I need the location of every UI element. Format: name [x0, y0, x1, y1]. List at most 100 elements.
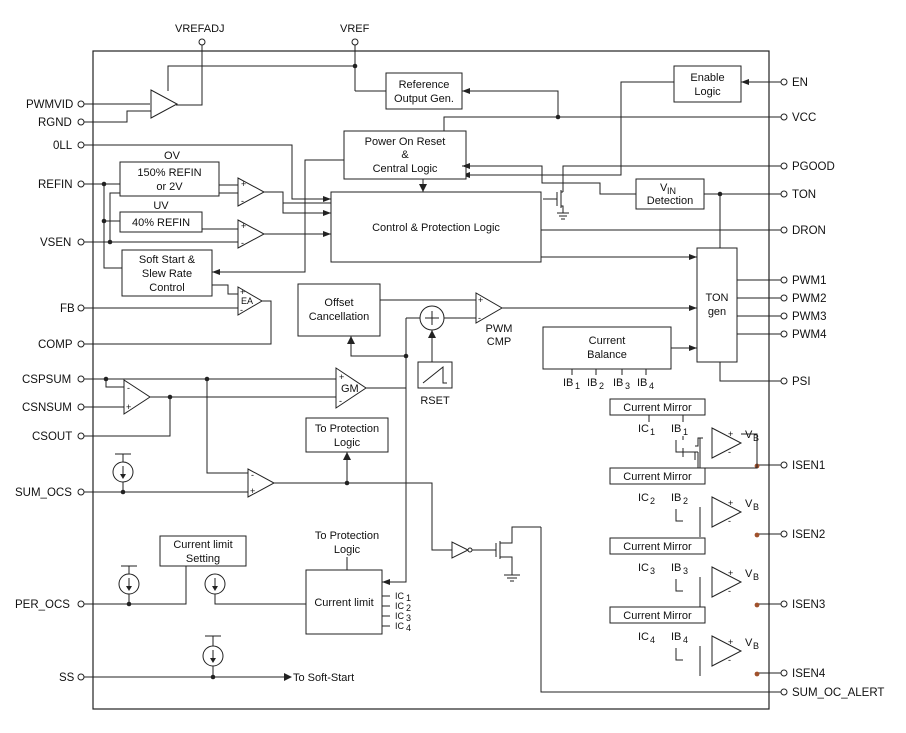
- pin-label-isen1: ISEN1: [792, 460, 825, 472]
- sum-ocs-current-source: [112, 453, 134, 492]
- sum-ocs-comparator: - +: [206, 379, 452, 551]
- pin-vrefadj: VREFADJ: [175, 23, 225, 106]
- chip-outline: [92, 50, 770, 710]
- ic-index: 2: [650, 496, 655, 506]
- pin-sum-oc-alert: SUM_OC_ALERT: [540, 527, 884, 699]
- control-protection-block: Control & Protection Logic: [323, 191, 697, 263]
- pin-dron: DRON: [541, 225, 826, 237]
- soft-start-block: Soft Start & Slew Rate Control: [121, 249, 238, 297]
- vb-label: V: [745, 498, 753, 510]
- svg-text:IC: IC: [395, 611, 405, 621]
- ib-index: 4: [683, 635, 688, 645]
- mirror-amplifier: [711, 496, 743, 528]
- svg-text:CMP: CMP: [487, 336, 511, 348]
- reference-gen-block: Reference Output Gen.: [385, 72, 463, 110]
- current-mirror-label: Current Mirror: [623, 471, 692, 483]
- svg-text:Current limit: Current limit: [173, 539, 232, 551]
- ss-current-source: [202, 635, 224, 677]
- ib-label: IB: [671, 631, 681, 643]
- amp-minus: -: [728, 586, 731, 596]
- pwmvid-buffer: [150, 89, 179, 119]
- ib-label: IB: [671, 492, 681, 504]
- pin-label-refin: REFIN: [38, 179, 73, 191]
- svg-text:To Protection: To Protection: [315, 423, 379, 435]
- pin-label-pwm2: PWM2: [792, 293, 827, 305]
- pin-label-csnsum: CSNSUM: [22, 402, 72, 414]
- ib-label: IB: [671, 423, 681, 435]
- svg-text:IB: IB: [637, 377, 647, 389]
- ic-index: 3: [650, 566, 655, 576]
- vb-sub: B: [753, 572, 759, 582]
- svg-text:Reference: Reference: [399, 79, 450, 91]
- pin-vcc: VCC: [443, 88, 816, 124]
- rset-ramp: RSET: [417, 361, 453, 407]
- limit-current-source: [204, 573, 306, 605]
- svg-text:IB: IB: [613, 377, 623, 389]
- pin-per-ocs: PER_OCS: [15, 566, 187, 611]
- mirror-wiring: [648, 415, 758, 469]
- svg-text:3: 3: [406, 613, 411, 623]
- svg-text:Power On Reset: Power On Reset: [365, 136, 446, 148]
- pin-label-pwm4: PWM4: [792, 329, 827, 341]
- pwm-comparator: + - PWM CMP: [475, 292, 697, 348]
- svg-text:&: &: [401, 149, 409, 161]
- pin-label-vref: VREF: [340, 23, 370, 35]
- alert-transistor: [495, 526, 541, 582]
- mirror-wiring: [648, 415, 758, 469]
- svg-text:UV: UV: [153, 200, 169, 212]
- pin-label-ton: TON: [792, 189, 816, 201]
- pin-label-sum-ocs: SUM_OCS: [15, 487, 72, 499]
- svg-text:Logic: Logic: [334, 437, 361, 449]
- svg-text:Current limit: Current limit: [314, 597, 373, 609]
- vb-label: V: [745, 568, 753, 580]
- amp-minus: -: [728, 447, 731, 457]
- pgood-transistor: [543, 190, 569, 220]
- svg-text:Offset: Offset: [324, 297, 353, 309]
- svg-text:Output Gen.: Output Gen.: [394, 93, 454, 105]
- amp-minus: -: [728, 655, 731, 665]
- svg-text:Cancellation: Cancellation: [309, 311, 370, 323]
- svg-text:-: -: [127, 383, 130, 393]
- isen-node: [754, 671, 760, 677]
- svg-text:Balance: Balance: [587, 349, 627, 361]
- pin-refin: REFIN: [38, 179, 122, 269]
- svg-text:3: 3: [625, 381, 630, 391]
- svg-text:-: -: [478, 313, 481, 323]
- current-limit-setting-block: Current limit Setting: [159, 535, 247, 567]
- svg-text:Control: Control: [149, 282, 184, 294]
- current-mirror-box: [609, 398, 706, 416]
- pin-label-oll: 0LL: [53, 140, 73, 152]
- pin-label-cspsum: CSPSUM: [22, 374, 71, 386]
- pin-label-en: EN: [792, 77, 808, 89]
- svg-text:EA: EA: [241, 296, 253, 306]
- to-soft-start-label: To Soft-Start: [293, 672, 354, 684]
- pin-cspsum: CSPSUM: [22, 374, 336, 388]
- pin-label-comp: COMP: [38, 339, 73, 351]
- pin-comp: COMP: [38, 300, 272, 351]
- pin-label-isen3: ISEN3: [792, 599, 825, 611]
- vb-sub: B: [753, 502, 759, 512]
- svg-text:1: 1: [406, 593, 411, 603]
- uv-reference-block: UV 40% REFIN: [119, 200, 238, 233]
- current-mirror-box: [609, 606, 706, 624]
- pin-fb: FB: [60, 303, 238, 315]
- pin-label-isen4: ISEN4: [792, 668, 826, 680]
- svg-text:TON: TON: [705, 292, 728, 304]
- ov-comparator: + -: [237, 177, 331, 214]
- pin-label-isen2: ISEN2: [792, 529, 825, 541]
- pin-label-dron: DRON: [792, 225, 826, 237]
- svg-text:V: V: [660, 182, 668, 194]
- pin-label-vcc: VCC: [792, 112, 816, 124]
- vb-label: V: [745, 429, 753, 441]
- mirror-amplifier: [711, 427, 743, 459]
- svg-text:+: +: [240, 287, 245, 297]
- svg-text:+: +: [241, 221, 246, 231]
- ic-index: 4: [650, 635, 655, 645]
- vb-label: V: [745, 637, 753, 649]
- svg-text:4: 4: [649, 381, 654, 391]
- svg-text:Central Logic: Central Logic: [373, 163, 438, 175]
